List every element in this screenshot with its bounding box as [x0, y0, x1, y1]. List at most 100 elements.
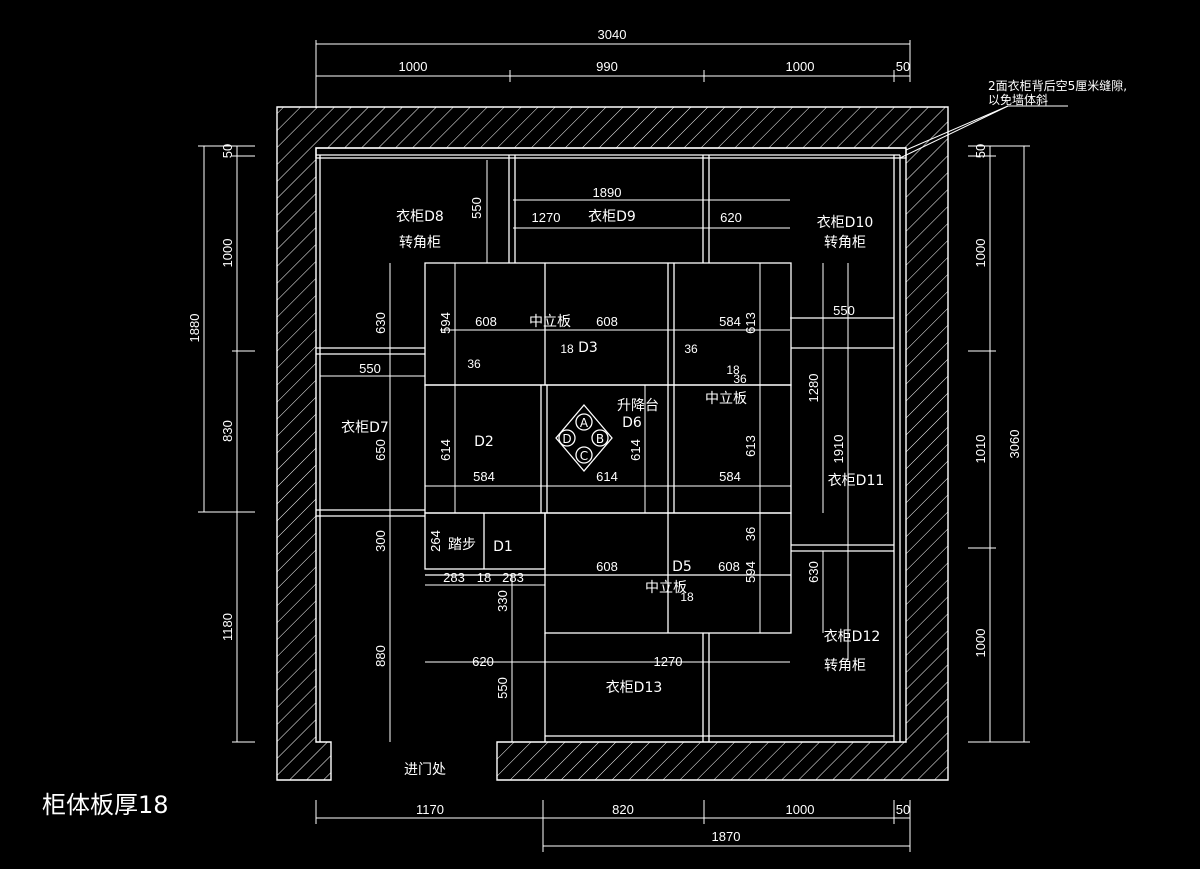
- dim-880: 880: [373, 645, 388, 667]
- dim-bottom-1: 1170: [416, 802, 444, 817]
- interior-dimension-lines: [320, 160, 894, 742]
- dim-608-c: 608: [596, 559, 618, 574]
- label-d5: D5: [672, 559, 692, 575]
- entrance-label: 进门处: [404, 762, 446, 778]
- dim-550-bottom: 550: [495, 677, 510, 699]
- cabinet-lines: [315, 147, 907, 742]
- circle-d-shape: [558, 429, 576, 447]
- label-d7: 衣柜D7: [341, 420, 389, 436]
- dim-550-right: 550: [833, 303, 855, 318]
- dim-bottom-3: 1000: [786, 802, 815, 817]
- dim-left-1180: 1180: [220, 613, 235, 641]
- dim-18-c: 18: [477, 570, 491, 585]
- dim-bottom-2: 820: [612, 802, 634, 817]
- dimension-lines: [198, 40, 1068, 852]
- dim-left-1000: 1000: [220, 239, 235, 268]
- dim-300: 300: [373, 530, 388, 552]
- dim-36-c: 36: [733, 372, 747, 386]
- plate-thickness-title: 柜体板厚18: [42, 791, 169, 819]
- dim-620-top: 620: [720, 210, 742, 225]
- label-d13: 衣柜D13: [606, 680, 663, 696]
- dim-614-b: 614: [596, 469, 618, 484]
- dim-right-1000a: 1000: [973, 239, 988, 268]
- dim-18-d: 18: [680, 590, 694, 604]
- dim-1280: 1280: [806, 374, 821, 403]
- dim-left-total: 1880: [187, 314, 202, 343]
- dim-1270-bottom: 1270: [654, 654, 683, 669]
- circle-b-label: B: [596, 432, 604, 446]
- dim-550-top: 550: [469, 197, 484, 219]
- dim-top-2: 990: [596, 59, 618, 74]
- dim-613-a: 613: [743, 312, 758, 334]
- dim-608-d: 608: [718, 559, 740, 574]
- dim-left-50: 50: [220, 144, 235, 158]
- dim-right-1000b: 1000: [973, 629, 988, 658]
- dim-top-total: 3040: [598, 27, 627, 42]
- label-d8: 衣柜D8: [396, 209, 444, 225]
- label-d10-sub: 转角柜: [824, 235, 866, 251]
- dim-bottom-total: 1870: [712, 829, 741, 844]
- dim-bottom-4: 50: [896, 802, 910, 817]
- dim-right-1010: 1010: [973, 435, 988, 464]
- dim-630-right: 630: [806, 561, 821, 583]
- dim-283-b: 283: [502, 570, 524, 585]
- circle-c-shape: [575, 446, 593, 464]
- dim-608-b: 608: [596, 314, 618, 329]
- dim-584-b: 584: [473, 469, 495, 484]
- label-mid-board-1: 中立板: [529, 314, 571, 330]
- dim-1890: 1890: [593, 185, 622, 200]
- walls: [276, 106, 949, 781]
- dim-550-left: 550: [359, 361, 381, 376]
- dim-264: 264: [428, 530, 443, 552]
- note-line-1: 2面衣柜背后空5厘米缝隙,: [988, 78, 1127, 93]
- dim-584-a: 584: [719, 314, 741, 329]
- label-d12-sub: 转角柜: [824, 658, 866, 674]
- circle-d-label: D: [562, 432, 571, 446]
- dim-594-b: 594: [743, 561, 758, 583]
- label-d10: 衣柜D10: [817, 215, 874, 231]
- wall-outline-left: [276, 106, 949, 781]
- lift-diamond: [555, 403, 613, 473]
- dim-594-a: 594: [438, 312, 453, 334]
- dim-620-bottom: 620: [472, 654, 494, 669]
- dim-614-a: 614: [438, 439, 453, 461]
- label-d11: 衣柜D11: [828, 473, 885, 489]
- dim-608-a: 608: [475, 314, 497, 329]
- dim-18-b: 18: [726, 363, 740, 377]
- dim-614-c: 614: [628, 439, 643, 461]
- circle-a-shape: [575, 413, 593, 431]
- dim-top-4: 50: [896, 59, 910, 74]
- circle-b-shape: [591, 429, 609, 447]
- dim-1910: 1910: [831, 435, 846, 464]
- dim-1270-top: 1270: [532, 210, 561, 225]
- top-gap-band: [315, 147, 907, 159]
- label-d8-sub: 转角柜: [399, 235, 441, 251]
- circle-c-label: C: [580, 449, 588, 463]
- label-lift: 升降台: [617, 398, 659, 414]
- dim-630-left: 630: [373, 312, 388, 334]
- label-mid-board-2: 中立板: [705, 391, 747, 407]
- label-step: 踏步: [448, 537, 476, 553]
- dim-36-b: 36: [684, 342, 698, 356]
- label-d3: D3: [578, 340, 598, 356]
- dim-36-a: 36: [467, 357, 481, 371]
- label-d2: D2: [474, 434, 494, 450]
- circle-a-label: A: [580, 416, 589, 430]
- dim-18-a: 18: [560, 342, 574, 356]
- dim-330: 330: [495, 590, 510, 612]
- step-d1-block: [424, 512, 546, 570]
- dim-right-total: 3060: [1007, 430, 1022, 459]
- dim-36-d: 36: [743, 527, 758, 541]
- label-d1: D1: [493, 539, 513, 555]
- dim-top-1: 1000: [399, 59, 428, 74]
- note-line-2: 以免墙体斜: [988, 92, 1048, 107]
- dim-left-830: 830: [220, 420, 235, 442]
- dim-584-c: 584: [719, 469, 741, 484]
- dim-right-50: 50: [973, 144, 988, 158]
- label-d9: 衣柜D9: [588, 209, 636, 225]
- label-mid-board-3: 中立板: [645, 580, 687, 596]
- label-d6: D6: [622, 415, 642, 431]
- label-d12: 衣柜D12: [824, 629, 881, 645]
- dim-top-3: 1000: [786, 59, 815, 74]
